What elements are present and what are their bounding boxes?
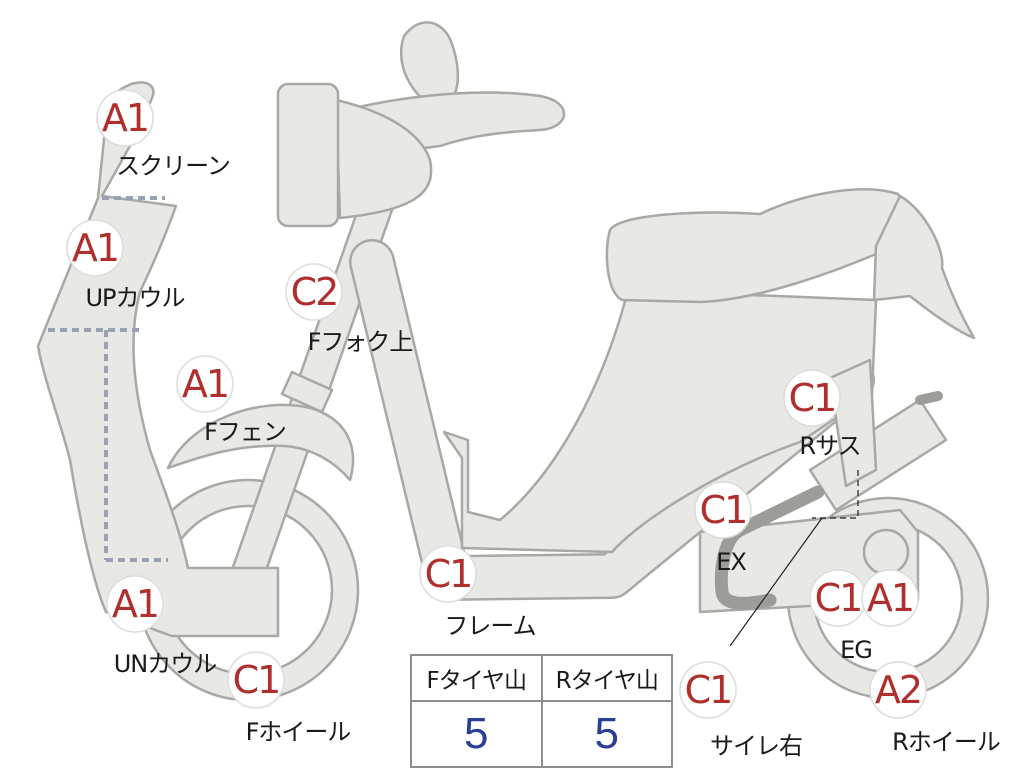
- label-eg: EG: [840, 636, 872, 664]
- value-rear-tire: 5: [540, 700, 673, 768]
- label-ffender: Fフェン: [204, 418, 286, 446]
- svg-text:A1: A1: [112, 582, 158, 626]
- badge-screen[interactable]: A1 スクリーン: [96, 89, 231, 180]
- svg-text:C1: C1: [815, 576, 862, 620]
- tire-tread-table: Fタイヤ山 Rタイヤ山 5 5: [410, 654, 673, 768]
- tail-cowl: [872, 194, 976, 340]
- badge-uncowl[interactable]: A1 UNカウル: [106, 575, 217, 678]
- badge-ffender[interactable]: A1 Fフェン: [176, 355, 287, 446]
- label-rwheel: Rホイール: [892, 728, 1000, 756]
- badge-ex[interactable]: C1 EX: [694, 481, 752, 576]
- svg-text:C1: C1: [700, 488, 747, 532]
- badge-frame[interactable]: C1 フレーム: [419, 545, 537, 640]
- exhaust-pipe: [714, 485, 825, 610]
- rear-suspension: [828, 358, 878, 488]
- badge-rwheel[interactable]: A2 Rホイール: [869, 661, 1001, 756]
- label-silencer: サイレ右: [710, 732, 802, 760]
- seat: [605, 188, 907, 304]
- header-rear-tire: Rタイヤ山: [540, 654, 673, 702]
- badge-upcowl[interactable]: A1 UPカウル: [66, 219, 186, 312]
- frame-tube: [349, 239, 875, 601]
- svg-text:A1: A1: [102, 96, 148, 140]
- badge-eg[interactable]: C1 A1 EG: [809, 569, 919, 664]
- header-front-tire: Fタイヤ山: [410, 654, 543, 702]
- svg-text:A2: A2: [875, 668, 921, 712]
- label-uncowl: UNカウル: [114, 650, 217, 678]
- svg-text:C1: C1: [233, 658, 280, 702]
- label-rsus: Rサス: [799, 432, 860, 460]
- label-ffork: Fフォク上: [308, 328, 413, 356]
- handlebar-assembly: [276, 21, 566, 228]
- front-fender: [166, 403, 355, 482]
- label-fwheel: Fホイール: [246, 718, 351, 746]
- svg-text:A1: A1: [867, 576, 913, 620]
- label-screen: スクリーン: [116, 152, 230, 180]
- label-ex: EX: [716, 548, 746, 576]
- svg-text:C2: C2: [291, 270, 338, 314]
- label-frame: フレーム: [444, 612, 535, 640]
- label-upcowl: UPカウル: [85, 284, 184, 312]
- badge-ffork[interactable]: C2 Fフォク上: [285, 263, 413, 356]
- svg-text:C1: C1: [685, 668, 732, 712]
- badge-rsus[interactable]: C1 Rサス: [783, 369, 862, 460]
- svg-text:A1: A1: [182, 362, 228, 406]
- value-front-tire: 5: [410, 700, 543, 768]
- svg-text:C1: C1: [425, 552, 472, 596]
- badge-silencer[interactable]: C1 サイレ右: [679, 661, 803, 760]
- badge-fwheel[interactable]: C1 Fホイール: [227, 651, 351, 746]
- svg-text:C1: C1: [789, 376, 836, 420]
- svg-text:A1: A1: [72, 226, 118, 270]
